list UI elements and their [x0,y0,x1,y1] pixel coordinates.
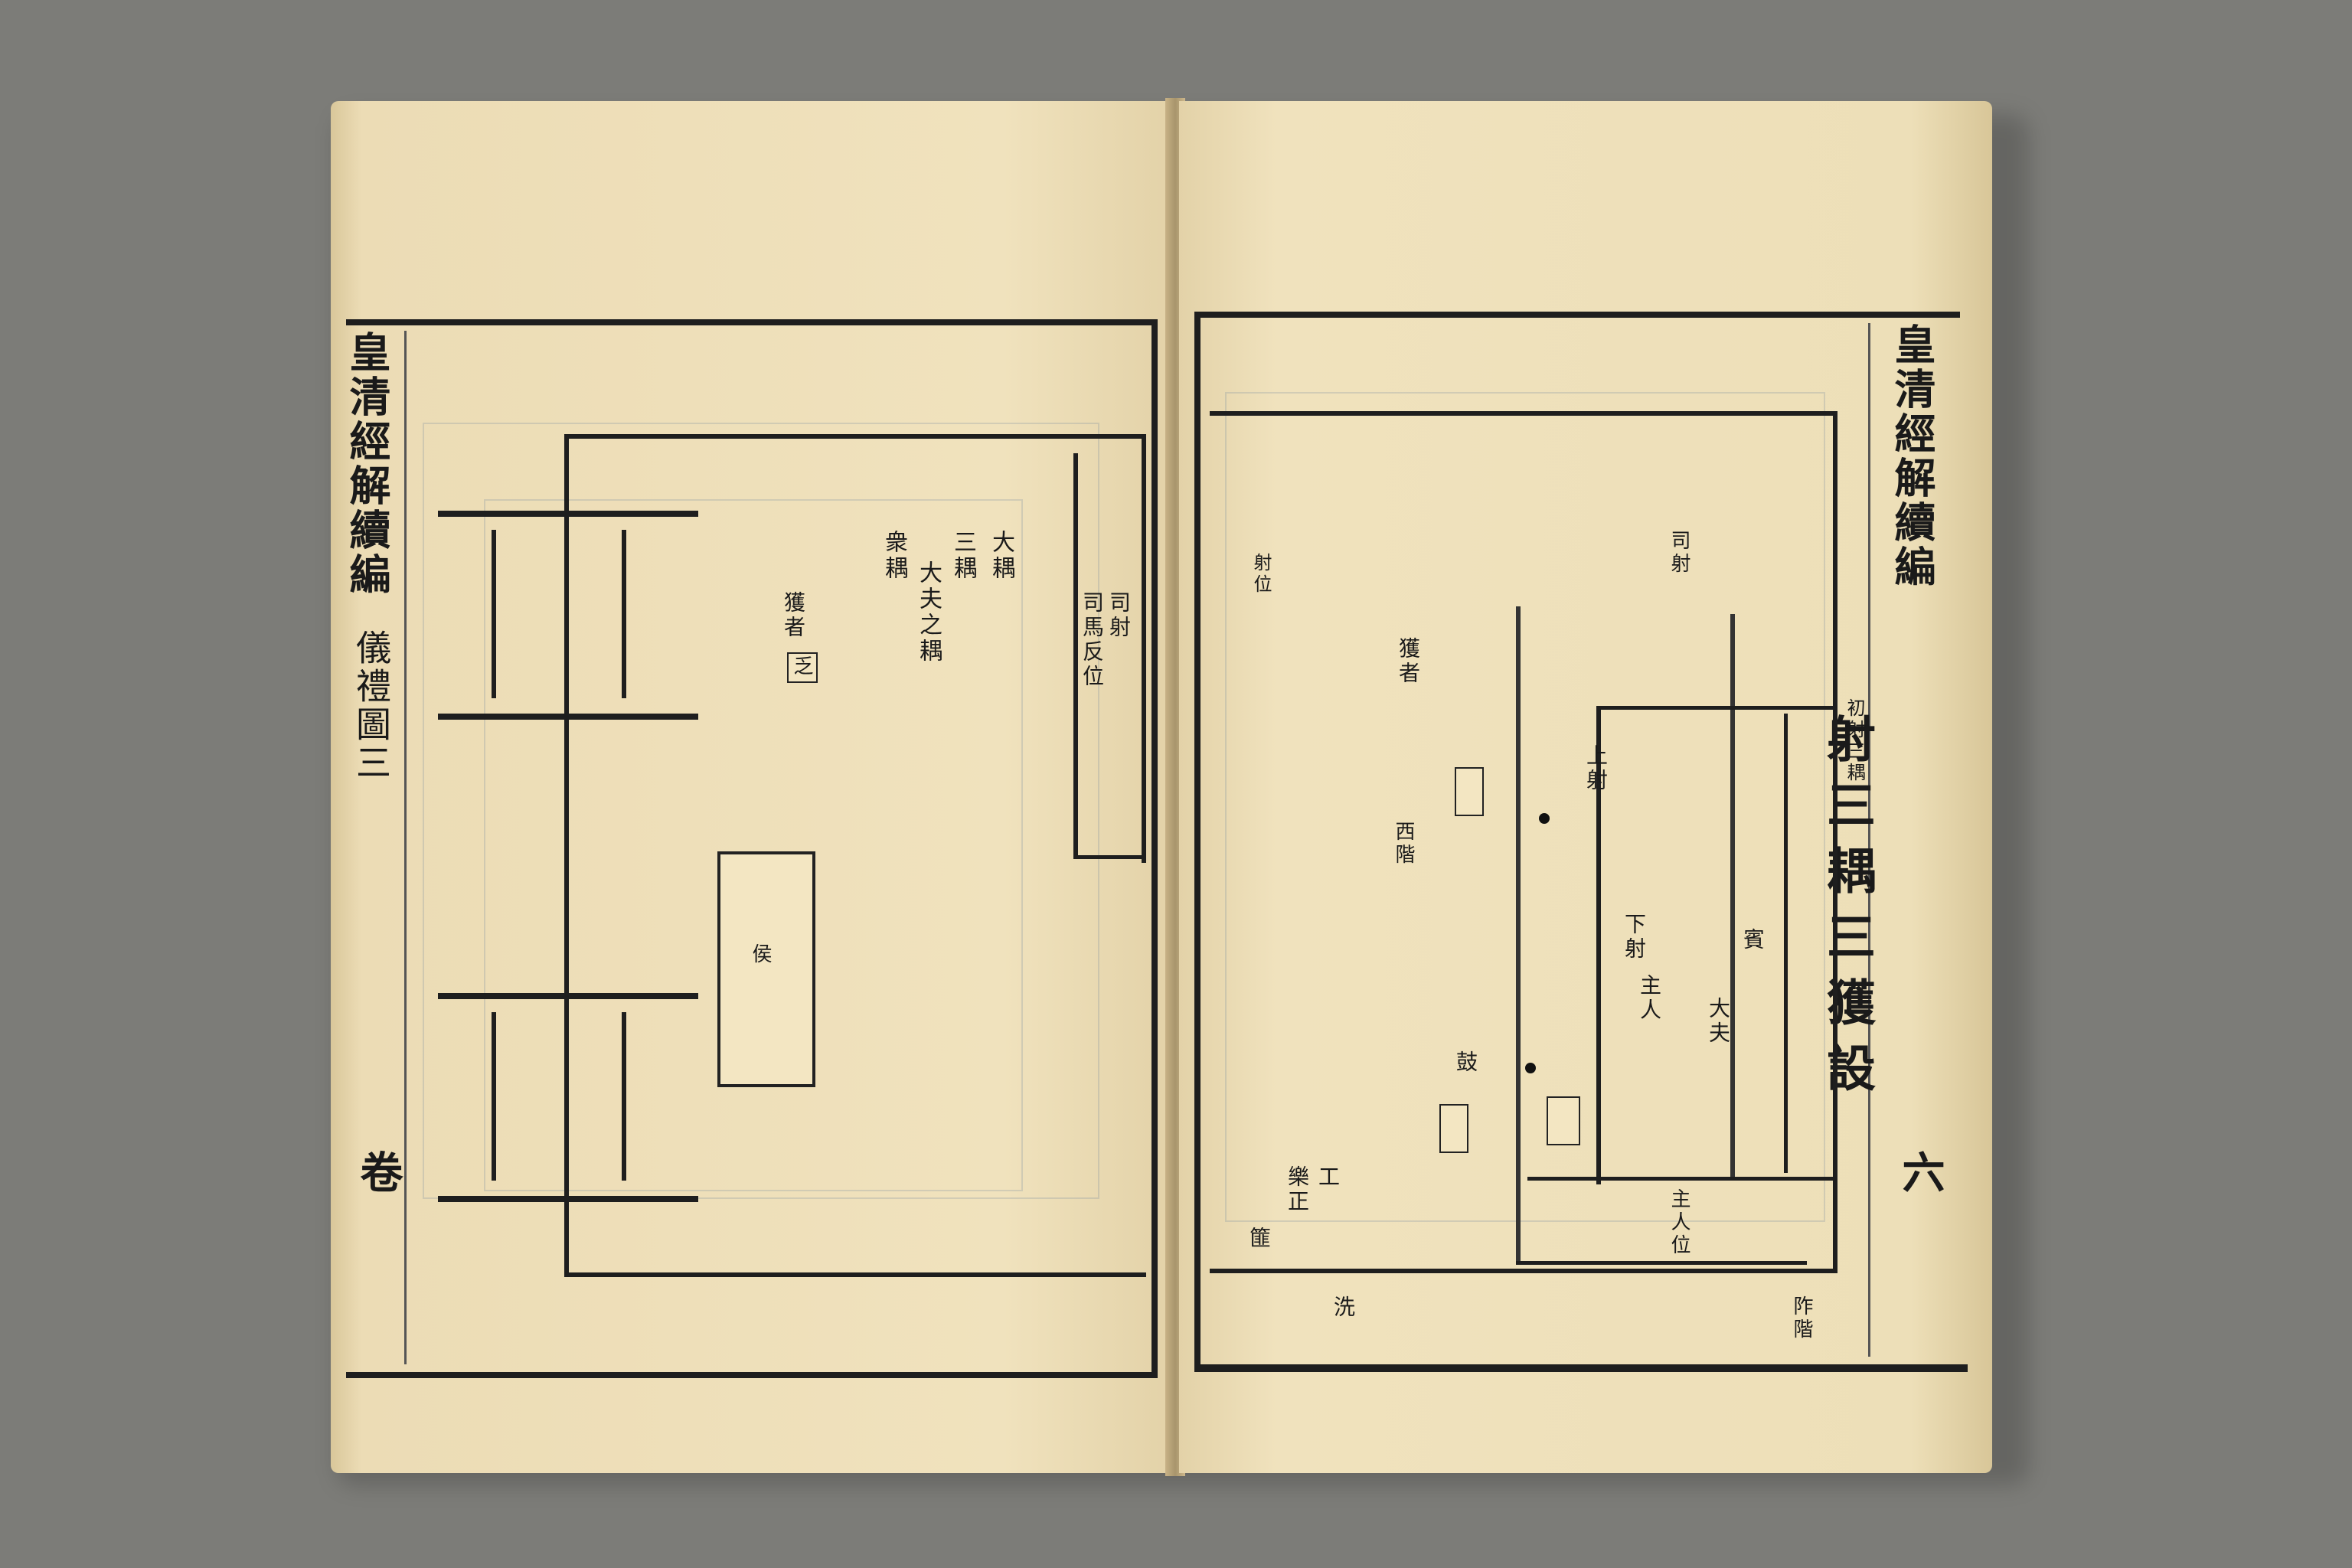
label-top-a: 大耦 [988,530,1014,582]
left-top-border [346,319,1158,325]
left-margin-title: 皇清經解續編 [342,331,391,597]
target-top-1 [438,511,698,517]
stand-box [1439,1104,1468,1153]
label-top-d: 大夫之耦 [915,560,942,665]
target-top-2 [438,993,698,999]
label-top-b: 三耦 [949,530,976,582]
right-bottom-border [1194,1364,1968,1372]
label-shangshe: 上射 [1583,744,1609,793]
hou-stand [717,851,815,1087]
left-bottom-border [346,1372,1158,1378]
stand-box-2 [1455,767,1484,816]
inner-hall-bottom [1527,1177,1834,1181]
label-xijie: 西階 [1392,821,1415,867]
position-marker-2 [1525,1063,1536,1073]
inner-hall-east [1784,714,1788,1173]
left-folio-mark: 卷 [353,1150,403,1196]
right-margin-rule [1868,323,1870,1357]
target-bottom-2 [438,1196,698,1202]
hou-label: 侯 [749,943,772,966]
label-fei: 篚 [1246,1227,1272,1251]
inner-right [1833,411,1838,1273]
label-huozhe: 獲者 [1396,637,1421,686]
target-post-1a [492,530,496,698]
label-sima2: 司馬反位 [1080,591,1105,689]
target-post-2a [492,1012,496,1181]
court-right [1142,434,1146,863]
label-yuezheng: 樂正 [1285,1165,1310,1214]
hall-wall [1073,453,1078,859]
target-post-2b [622,1012,626,1181]
target-bottom-1 [438,714,698,720]
label-top-c: 衆耦 [880,530,907,582]
label-sima: 司射 [1668,530,1690,576]
right-left-border [1194,312,1200,1372]
label-dafu: 大夫 [1706,997,1731,1046]
diagram-subtitle: 初射三耦 [1844,698,1865,784]
hall-west-wall [1516,606,1521,1265]
right-page: 皇清經解續編 六 射三耦三獲設 初射三耦 司射 賓 大夫 主人 主人位 工 樂正… [1179,101,1992,1473]
label-zhuren-wei: 主人位 [1668,1188,1690,1257]
right-top-border [1194,312,1960,318]
label-huo: 獲者 [781,591,806,640]
court-bottom [564,1272,1146,1277]
label-gu: 鼓 [1453,1050,1478,1075]
label-gong: 工 [1315,1165,1341,1190]
right-folio-mark: 六 [1895,1150,1945,1196]
court-left [564,434,569,1276]
label-zuojie: 阼階 [1790,1295,1813,1341]
ghost-frame-right [1225,392,1825,1222]
hall-floor [1073,855,1146,859]
right-margin-title: 皇清經解續編 [1887,323,1936,590]
label-sima: 司射 [1106,591,1132,640]
label-shewei: 射位 [1250,553,1272,596]
diagram-title: 射三耦三獲設 [1818,714,1876,1109]
left-page: 皇清經解續編 儀禮圖三 卷 侯 大耦 三耦 衆耦 大夫之耦 司射 司馬反位 獲者… [331,101,1171,1473]
label-xiashe: 下射 [1622,913,1647,962]
fa-screen [787,652,818,683]
ghost-frame-inner [484,499,1023,1191]
position-marker-1 [1539,813,1550,824]
hall-east-wall [1730,614,1735,1181]
left-right-border [1152,319,1158,1378]
inner-bottom [1210,1269,1838,1273]
hall-south-wall [1516,1261,1807,1265]
inner-hall-west [1596,706,1601,1184]
inner-hall-top [1596,706,1834,710]
court-top [564,434,1146,439]
label-zhi: 乏 [790,655,813,678]
seat-box [1547,1096,1580,1145]
label-xi: 洗 [1331,1295,1356,1320]
target-post-1b [622,530,626,698]
label-bin: 賓 [1740,928,1766,952]
label-zhuren: 主人 [1637,974,1662,1023]
left-section-label: 儀禮圖三 [351,629,392,782]
ghost-frame [423,423,1099,1199]
inner-top [1210,411,1838,416]
left-margin-rule [404,331,407,1364]
